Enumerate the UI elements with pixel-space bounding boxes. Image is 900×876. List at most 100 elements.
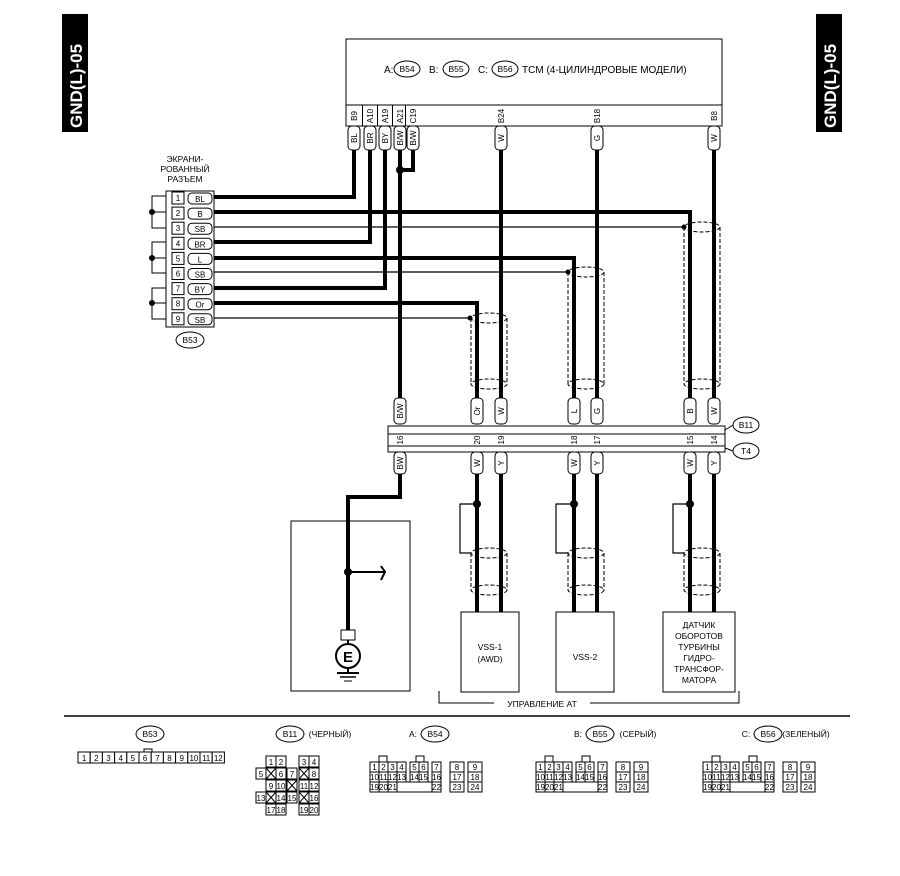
legend-b55-cell [633,781,649,793]
legend-b53-pin: 7 [155,754,160,763]
legend-b11-pin: 19 [300,806,309,815]
tcm-pin-id: B9 [350,111,359,121]
svg-text:ЭКРАНИ-: ЭКРАНИ- [167,154,204,164]
legend-b11-pin: 1 [269,758,274,767]
b53-pin-number: 7 [176,285,181,294]
legend-b56-pin: 7 [767,763,772,772]
svg-text:(AWD): (AWD) [477,654,502,664]
legend-b55-pin: 4 [565,763,570,772]
legend-b53-pin: 5 [131,754,136,763]
legend-b54-pin: 21 [388,783,397,792]
legend-b54-prefix: A: [409,729,417,739]
junction-bottom-tag [567,451,581,475]
tcm-pin-id: B18 [593,108,602,123]
tcm-label-c: C: [478,65,488,76]
drain-wires [214,226,684,319]
legend-b54-cell [467,781,483,793]
legend-b53-name: B53 [142,729,157,739]
legend-b55-pin: 7 [600,763,605,772]
legend-b11-pin: 14 [277,794,286,803]
legend-b56-pin: 22 [765,783,774,792]
legend-b11-cell [275,791,287,804]
b53-pin-tag [187,252,213,265]
legend-b56-pin: 2 [714,763,719,772]
legend-b11-name: B11 [283,729,298,739]
b53-pin-box [171,297,185,311]
legend-b56-pin: 14 [743,773,752,782]
b53-pin-box [171,221,185,235]
legend-b56-pin: 21 [721,783,730,792]
tcm-pin-color: BR [366,132,375,143]
legend-b56-oval [753,725,783,743]
legend-b53-pin: 6 [143,754,148,763]
junction-bottom-color: W [570,459,579,467]
legend-b55-pin: 16 [598,773,607,782]
svg-text:ТУРБИНЫ: ТУРБИНЫ [678,642,720,652]
legend-b54-pin: 19 [370,783,379,792]
junction-top-color: Or [473,406,482,415]
legend-b54-pin: 3 [390,763,395,772]
legend-b11-desc: (ЧЕРНЫЙ) [309,728,352,739]
junction-top-tag [707,397,721,425]
legend-b56-pin: 17 [786,773,795,782]
junction-pin-number: 17 [593,435,602,444]
legend-b54-pin: 11 [379,773,388,782]
junction-top-tag [590,397,604,425]
legend-b11-pin: 16 [310,794,319,803]
legend-b56-pin: 16 [765,773,774,782]
ground-box: E [290,520,411,692]
legend-b11-blank [265,767,277,780]
legend-b55-pin: 22 [598,783,607,792]
legend-b53-pin: 4 [118,754,123,763]
legend-b53-oval [135,725,165,743]
legend-b54-pin: 14 [410,773,419,782]
legend-b54-pin: 1 [372,763,377,772]
svg-text:ТРАНСФОР-: ТРАНСФОР- [674,664,724,674]
legend-b54-pin: 16 [432,773,441,782]
tcm-pin-color: B/W [409,130,418,146]
junction-pin-number: 19 [497,435,506,444]
junction-upper-name: B11 [739,420,754,430]
b53-pin-color: BR [194,240,205,249]
legend-b55-pin: 21 [554,783,563,792]
b53-pin-color: SB [195,225,206,234]
tcm-pin-id: A21 [396,108,405,123]
legend-b53-pin: 9 [179,754,184,763]
legend-b54-cell [449,781,465,793]
tcm-pin-color: G [593,135,602,141]
legend-b56-prefix: C: [742,729,751,739]
junction-top-tag [567,397,581,425]
legend-b54-pin: 9 [473,763,478,772]
at-control-label: УПРАВЛЕНИЕ АТ [507,699,577,709]
page-tag-left: GND(L)-05 [62,14,88,132]
page-tag-right: GND(L)-05 [816,14,842,132]
legend-b11-pin: 11 [300,782,309,791]
b53-pin-tag [187,268,213,280]
b53-pin-tag [187,237,213,250]
legend-b55-pin: 17 [619,773,628,782]
legend-b56-pin: 3 [723,763,728,772]
legend-b11-cell [275,803,287,816]
legend-b55-pin: 2 [547,763,552,772]
legend-b11-pin: 10 [277,782,286,791]
legend-b56-pin: 1 [705,763,710,772]
legend-b54-pin: 8 [455,763,460,772]
b53-pin-number: 1 [176,194,181,203]
turbine-sensor: ДАТЧИК ОБОРОТОВ ТУРБИНЫ ГИДРО- ТРАНСФОР-… [662,611,736,693]
tcm-box: A: B54 B: B55 C: B56 TCM (4-ЦИЛИНДРОВЫЕ … [345,38,723,151]
legend-b54-pin: 12 [388,773,397,782]
legend-b11-blank [265,791,277,804]
junction-bottom-color: Y [497,460,506,466]
vss2-sensor: VSS-2 [555,611,615,693]
svg-text:РАЗЪЕМ: РАЗЪЕМ [167,174,202,184]
legend-b56-name: B56 [760,729,775,739]
legend-b55-oval [585,725,615,743]
legend-b55-pin: 8 [621,763,626,772]
legend-b55-desc: (СЕРЫЙ) [620,728,657,739]
legend-b11-pin: 8 [312,770,317,779]
legend-b54-pin: 2 [381,763,386,772]
tcm-title: TCM (4-ЦИЛИНДРОВЫЕ МОДЕЛИ) [522,65,687,76]
